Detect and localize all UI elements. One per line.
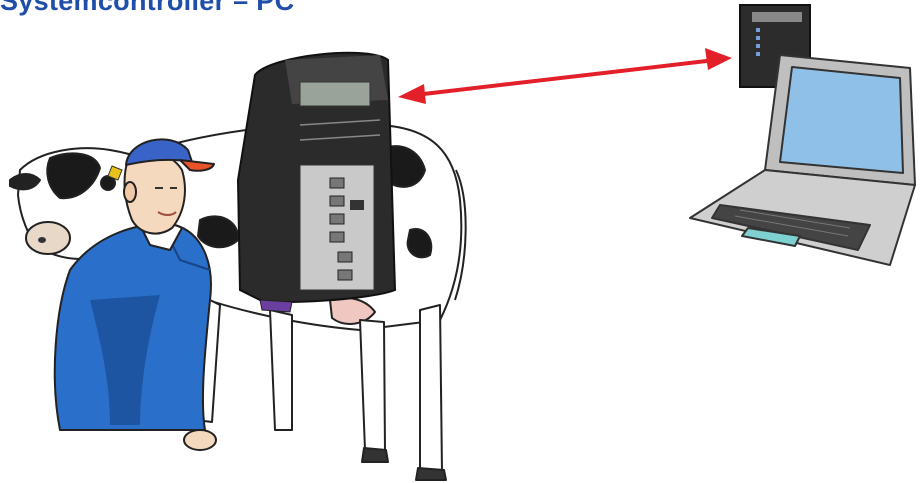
laptop-pc	[690, 55, 915, 265]
bidirectional-arrow	[398, 48, 732, 104]
system-controller-device	[238, 53, 395, 312]
